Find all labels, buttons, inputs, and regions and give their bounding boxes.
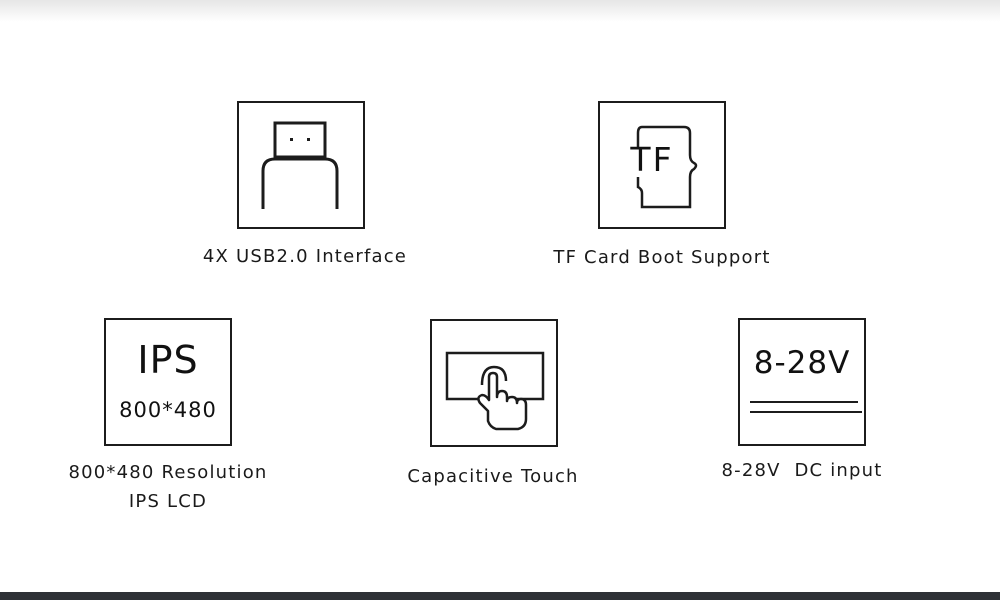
ips-feature-caption: 800*480 Resolution IPS LCD bbox=[48, 458, 288, 516]
tf-card-feature-caption: TF Card Boot Support bbox=[553, 247, 771, 268]
tf-card-icon bbox=[630, 125, 698, 209]
top-shade bbox=[0, 0, 1000, 22]
ips-icon-title: IPS bbox=[137, 338, 199, 382]
touch-hand-icon bbox=[445, 351, 545, 431]
ips-caption-line-2: IPS LCD bbox=[128, 491, 208, 512]
bottom-bar bbox=[0, 592, 1000, 600]
touch-feature-box bbox=[430, 319, 558, 447]
ips-feature-box: IPS 800*480 bbox=[104, 318, 232, 446]
dc-voltage-icon bbox=[750, 401, 862, 413]
touch-feature-caption: Capacitive Touch bbox=[407, 466, 579, 487]
dc-feature-box: 8-28V bbox=[738, 318, 866, 446]
dc-icon-voltage: 8-28V bbox=[753, 345, 851, 381]
ips-caption-line-1: 800*480 Resolution bbox=[68, 462, 268, 483]
dc-feature-caption: 8-28V DC input bbox=[721, 460, 883, 481]
usb-feature-box bbox=[237, 101, 365, 229]
tf-card-feature-box: TF bbox=[598, 101, 726, 229]
tf-card-icon-text: TF bbox=[630, 140, 674, 179]
ips-icon-resolution: 800*480 bbox=[119, 398, 217, 422]
usb-feature-caption: 4X USB2.0 Interface bbox=[202, 246, 408, 267]
usb-port-icon bbox=[261, 121, 339, 209]
